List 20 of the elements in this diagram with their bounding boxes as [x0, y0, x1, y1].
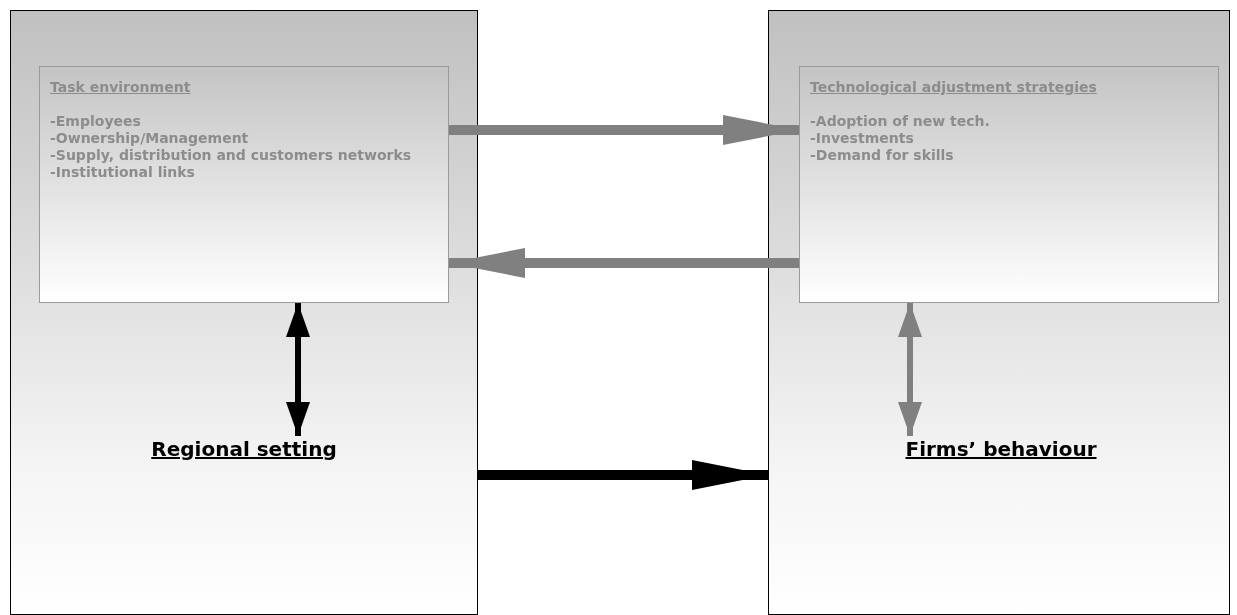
box-heading: Technological adjustment strategies [810, 79, 1098, 96]
list-item: -Supply, distribution and customers networks [50, 147, 413, 164]
arrow [449, 248, 799, 278]
panel [768, 10, 1230, 615]
panel-heading: Firms’ behaviour [905, 436, 1097, 462]
arrow [478, 460, 768, 490]
panel [10, 10, 478, 615]
list-item: -Ownership/Management [50, 130, 250, 147]
arrow [898, 303, 922, 436]
text-box [39, 66, 449, 303]
list-item: -Investments [810, 130, 915, 147]
list-item: -Demand for skills [810, 147, 955, 164]
arrow [286, 303, 310, 436]
list-item: -Institutional links [50, 164, 196, 181]
list-item: -Adoption of new tech. [810, 113, 991, 130]
text-box [799, 66, 1219, 303]
panel-heading: Regional setting [151, 436, 337, 462]
arrow [449, 115, 799, 145]
list-item: -Employees [50, 113, 142, 130]
box-heading: Task environment [50, 79, 192, 96]
